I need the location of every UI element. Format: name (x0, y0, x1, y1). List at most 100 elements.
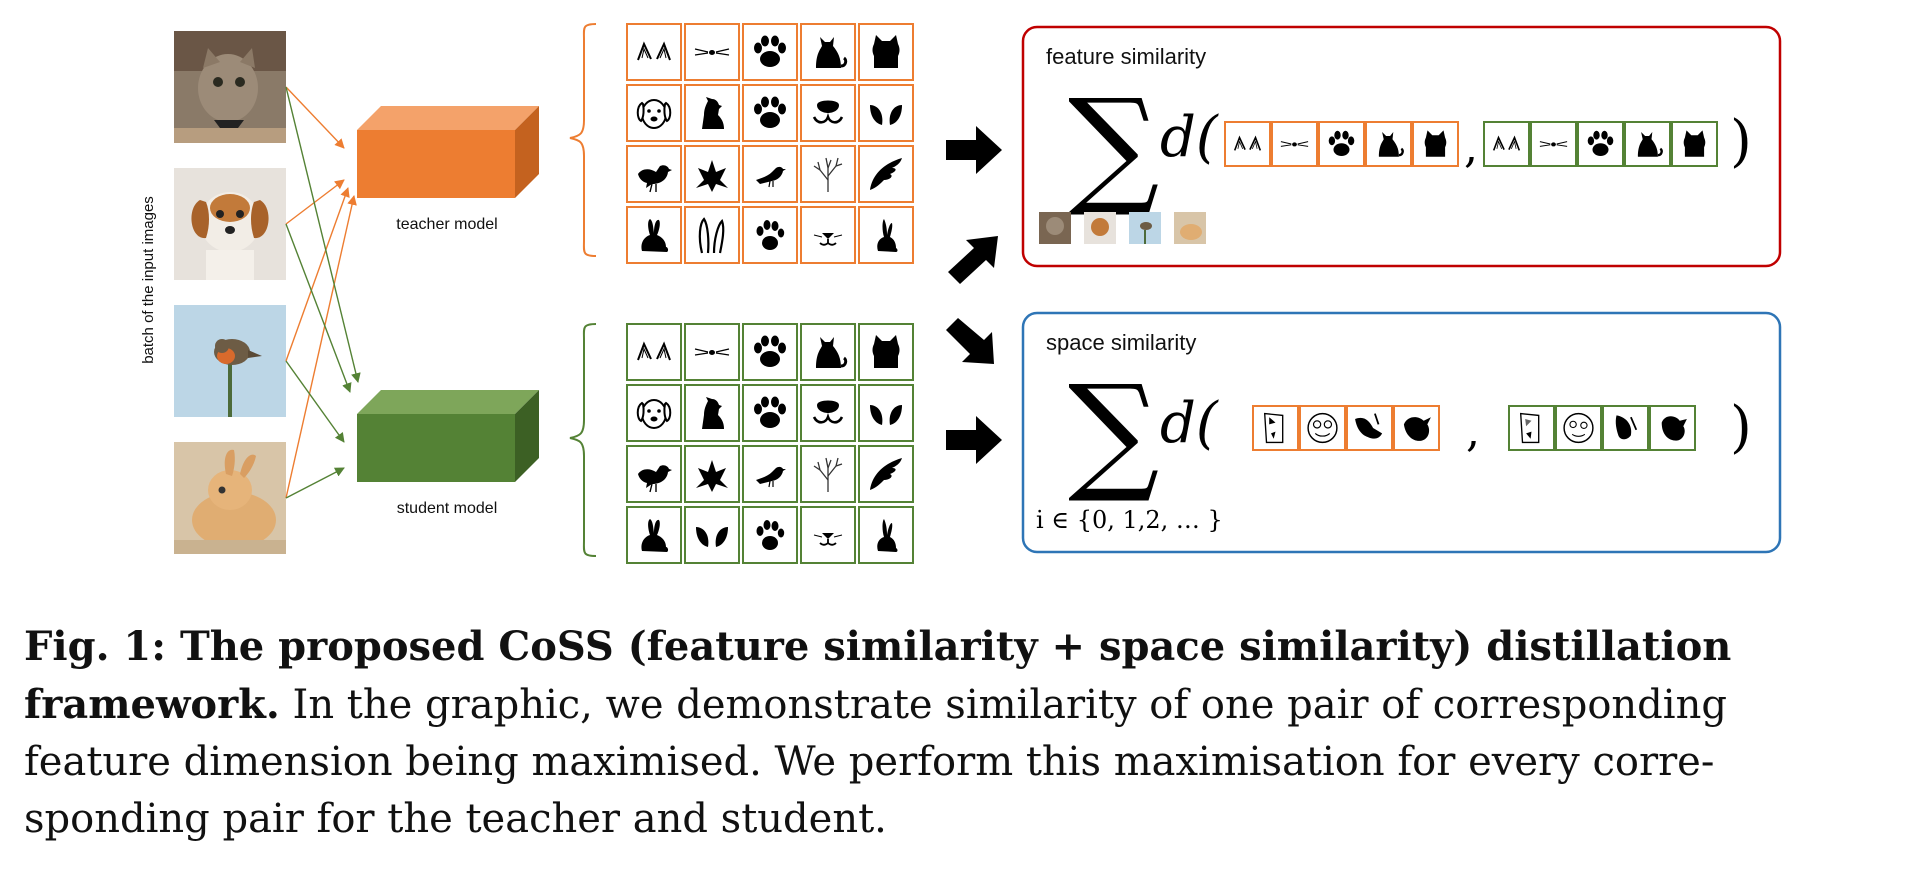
dog-face-icon (626, 84, 682, 142)
student-feature-bracket (569, 323, 597, 557)
space-similarity-title: space similarity (1046, 330, 1196, 355)
feature-similarity-title: feature similarity (1046, 44, 1206, 69)
whiskers-icon (684, 323, 740, 381)
space-index-set: i ∈ {0, 1,2, … } (1036, 506, 1223, 534)
caption-line4: sponding pair for the teacher and studen… (24, 796, 887, 842)
rabbit-paw-icon (742, 206, 798, 264)
bird-icon (626, 445, 682, 503)
rabbit-paw-icon (742, 506, 798, 564)
space-distance-open: d( (1160, 391, 1219, 456)
input-kitten-image (174, 31, 286, 143)
student-model-block (357, 390, 539, 482)
cat-ears-icon (1483, 121, 1530, 167)
sitting-dog-icon (684, 84, 740, 142)
space-student-cell (1555, 405, 1602, 451)
student-to-space-arrow (946, 318, 994, 364)
figure-caption: Fig. 1: The proposed CoSS (feature simil… (24, 618, 1886, 848)
dog-face-icon (626, 384, 682, 442)
sitting-cat-icon (800, 323, 856, 381)
paw-icon (742, 84, 798, 142)
input-puppy-image (174, 168, 286, 280)
rabbit-icon (626, 506, 682, 564)
sitting-cat-icon (800, 23, 856, 81)
bird-flock-icon (684, 145, 740, 203)
feature-sum-symbol: ∑ (1068, 72, 1159, 221)
rabbit-ears-icon (684, 206, 740, 264)
space-teacher-cell (1299, 405, 1346, 451)
bird-icon (626, 145, 682, 203)
paw-icon (1318, 121, 1365, 167)
paw-icon (742, 323, 798, 381)
student-model-label: student model (397, 500, 498, 517)
student-to-space-arrow-2 (946, 416, 1002, 464)
feature-distance-open: d( (1160, 105, 1219, 170)
space-close-paren: ) (1730, 395, 1752, 460)
cat-head-icon (858, 323, 914, 381)
cat-head-icon (1412, 121, 1459, 167)
caption-bold-line2: framework. (24, 681, 280, 728)
caption-bold-line1: Fig. 1: The proposed CoSS (feature simil… (24, 623, 1732, 670)
coss-diagram: batch of the input images (140, 23, 1782, 564)
dog-ears-icon (858, 384, 914, 442)
input-to-teacher-arrows (285, 86, 357, 499)
whiskers-icon (1530, 121, 1577, 167)
branch-icon (800, 445, 856, 503)
dog-ears-icon (684, 506, 740, 564)
feature-similarity-panel (1021, 25, 1782, 268)
sitting-cat-icon (1624, 121, 1671, 167)
sitting-cat-icon (1365, 121, 1412, 167)
space-teacher-strip (1252, 405, 1440, 451)
space-student-strip (1508, 405, 1696, 451)
cat-ears-icon (626, 323, 682, 381)
input-rabbit-image (174, 442, 286, 554)
space-teacher-cell (1252, 405, 1299, 451)
caption-line3: feature dimension being maximised. We pe… (24, 739, 1715, 785)
teacher-feature-bracket (569, 23, 597, 257)
teacher-feature-grid (626, 23, 914, 264)
space-student-cell (1649, 405, 1696, 451)
space-teacher-cell (1393, 405, 1440, 451)
space-student-cell (1602, 405, 1649, 451)
teacher-model-block (357, 106, 539, 198)
small-rabbit-icon (858, 506, 914, 564)
rabbit-nose-icon (800, 206, 856, 264)
small-bird-icon (742, 445, 798, 503)
feature-batch-thumbnails (1039, 212, 1206, 244)
cat-ears-icon (1224, 121, 1271, 167)
space-student-cell (1508, 405, 1555, 451)
space-comma: , (1466, 406, 1480, 457)
whiskers-icon (1271, 121, 1318, 167)
caption-line2-text: In the graphic, we demonstrate similarit… (279, 682, 1727, 728)
feature-teacher-strip (1224, 121, 1459, 167)
feature-comma: , (1464, 122, 1478, 173)
dog-nose-icon (800, 384, 856, 442)
cat-head-icon (1671, 121, 1718, 167)
small-bird-icon (742, 145, 798, 203)
paw-icon (1577, 121, 1624, 167)
student-to-feature-arrow (948, 236, 998, 284)
teacher-model-label: teacher model (396, 216, 497, 233)
teacher-to-feature-arrow (946, 126, 1002, 174)
rabbit-nose-icon (800, 506, 856, 564)
paw-icon (742, 23, 798, 81)
feature-close-paren: ) (1730, 109, 1752, 174)
small-rabbit-icon (858, 206, 914, 264)
input-to-student-arrows (285, 86, 361, 499)
feature-student-strip (1483, 121, 1718, 167)
rabbit-icon (626, 206, 682, 264)
bird-flock-icon (684, 445, 740, 503)
cat-ears-icon (626, 23, 682, 81)
dog-nose-icon (800, 84, 856, 142)
wing-icon (858, 445, 914, 503)
dog-ears-icon (858, 84, 914, 142)
paw-icon (742, 384, 798, 442)
space-teacher-cell (1346, 405, 1393, 451)
input-robin-image (174, 305, 286, 417)
wing-icon (858, 145, 914, 203)
student-feature-grid (626, 323, 914, 564)
whiskers-icon (684, 23, 740, 81)
space-similarity-panel (1021, 311, 1782, 554)
cat-head-icon (858, 23, 914, 81)
branch-icon (800, 145, 856, 203)
sitting-dog-icon (684, 384, 740, 442)
